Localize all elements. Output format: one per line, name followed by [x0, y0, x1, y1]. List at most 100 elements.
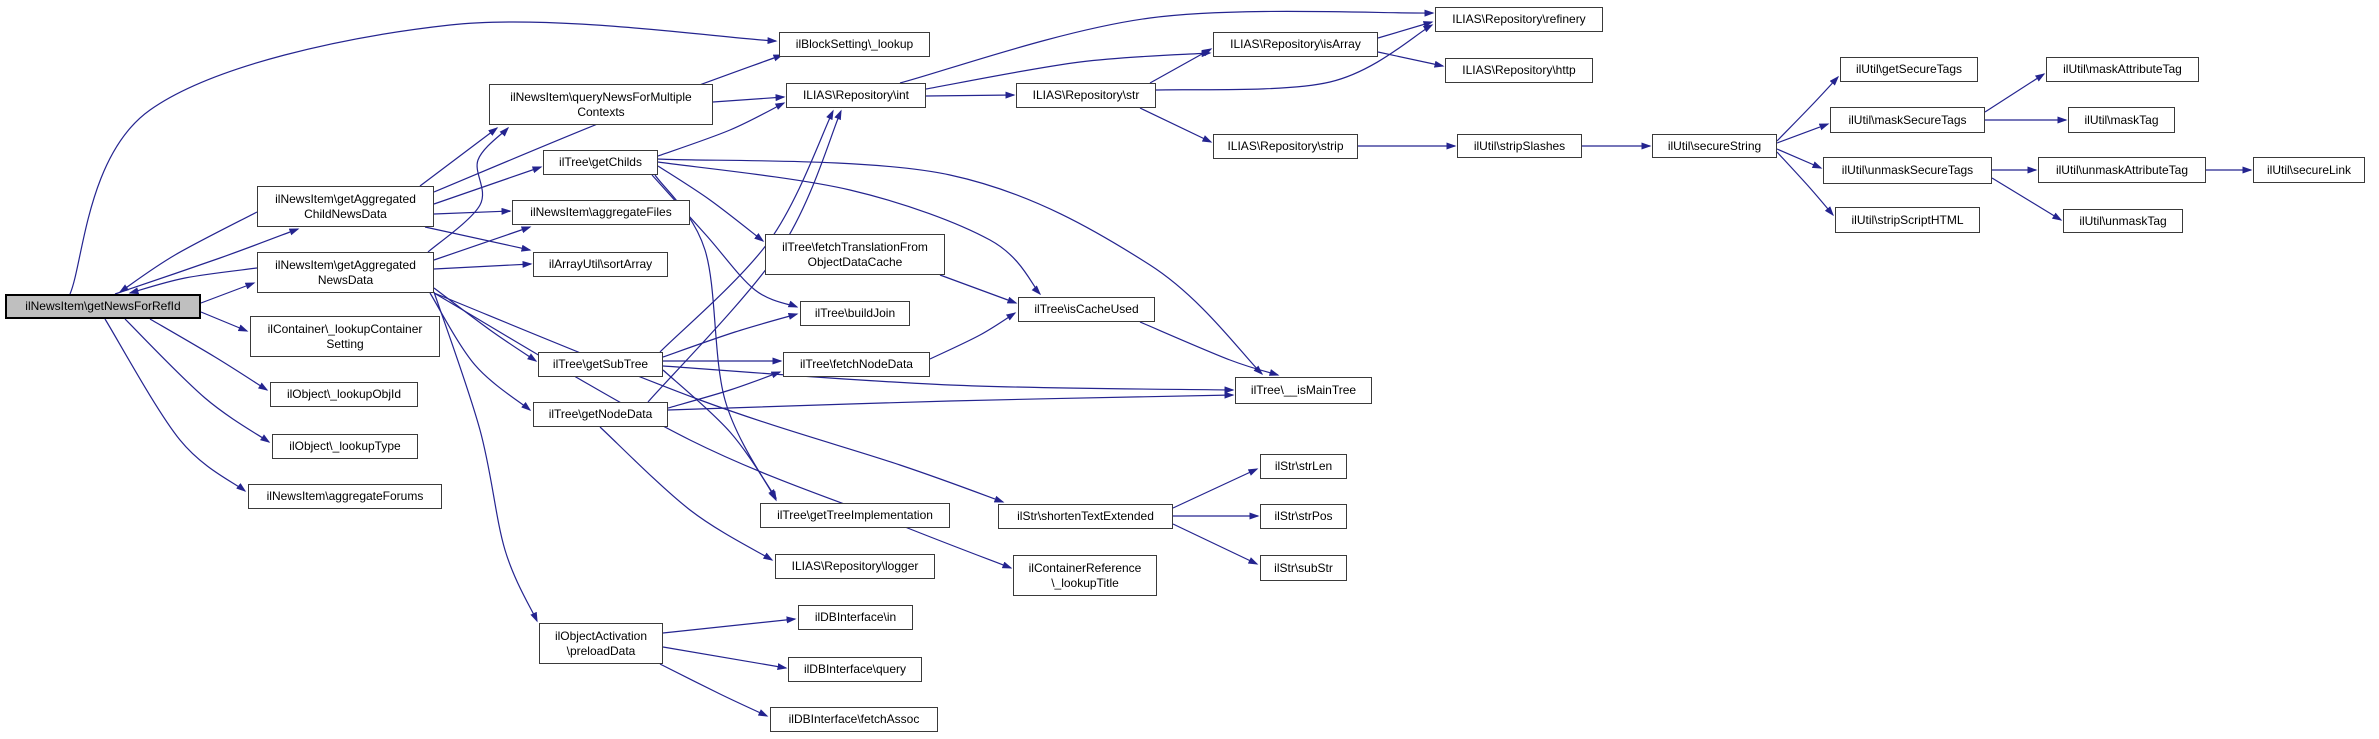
node-queryNews[interactable]: ilNewsItem\queryNewsForMultiple Contexts [489, 84, 713, 125]
edge-repoStr-to-repoRefinery [1155, 24, 1434, 91]
edge-secureString-to-getSecureTags [1776, 75, 1840, 142]
node-unmaskAttributeTag[interactable]: ilUtil\unmaskAttributeTag [2038, 157, 2206, 183]
node-strPos[interactable]: ilStr\strPos [1260, 504, 1347, 529]
edge-main-to-lookupContainerSetting [200, 311, 249, 332]
node-repoStr[interactable]: ILIAS\Repository\str [1016, 83, 1156, 108]
node-maskAttributeTag[interactable]: ilUtil\maskAttributeTag [2046, 57, 2199, 82]
node-repoInt[interactable]: ILIAS\Repository\int [786, 83, 926, 108]
node-unmaskSecureTags[interactable]: ilUtil\unmaskSecureTags [1823, 157, 1992, 184]
edge-aggNews-to-preloadData [433, 291, 538, 623]
node-lookupObjId[interactable]: ilObject\_lookupObjId [270, 382, 418, 407]
edge-maskSecureTags-to-maskAttributeTag [1984, 73, 2046, 113]
edge-aggNews-to-getSubTree [433, 287, 538, 362]
edge-aggChild-to-sortArray [424, 226, 532, 252]
edge-aggNews-to-shortenTextExtended [433, 292, 1005, 503]
edge-repoInt-to-repoRefinery [899, 9, 1435, 84]
node-getNodeData[interactable]: ilTree\getNodeData [533, 402, 668, 427]
edge-preloadData-to-dbIn [662, 616, 797, 634]
node-isMainTree[interactable]: ilTree\__isMainTree [1235, 377, 1372, 404]
edge-main-to-aggregateForums [104, 318, 247, 492]
node-buildJoin[interactable]: ilTree\buildJoin [800, 301, 910, 326]
edge-secureString-to-unmaskSecureTags [1776, 148, 1823, 169]
edge-aggChild-to-aggregateFiles [433, 207, 512, 215]
node-lookupContainerSetting[interactable]: ilContainer\_lookupContainer Setting [250, 316, 440, 357]
node-maskTag[interactable]: ilUtil\maskTag [2068, 107, 2175, 133]
node-getSecureTags[interactable]: ilUtil\getSecureTags [1840, 57, 1978, 82]
edge-getSubTree-to-isMainTree [662, 365, 1235, 394]
node-subStr[interactable]: ilStr\subStr [1260, 555, 1347, 581]
node-fetchNodeData[interactable]: ilTree\fetchNodeData [783, 352, 930, 377]
node-aggregateForums[interactable]: ilNewsItem\aggregateForums [248, 484, 442, 509]
node-isCacheUsed[interactable]: ilTree\isCacheUsed [1018, 297, 1155, 322]
node-maskSecureTags[interactable]: ilUtil\maskSecureTags [1830, 107, 1985, 133]
edge-getChilds-to-isCacheUsed [657, 161, 1042, 296]
edge-aggNews-to-main [128, 267, 258, 295]
node-aggNews[interactable]: ilNewsItem\getAggregated NewsData [257, 252, 434, 293]
edge-main-to-lookupObjId [149, 318, 269, 391]
node-main[interactable]: ilNewsItem\getNewsForRefId [5, 294, 201, 319]
edge-isCacheUsed-to-isMainTree [1139, 321, 1280, 376]
node-strLen[interactable]: ilStr\strLen [1260, 454, 1347, 479]
edge-aggChild-to-getChilds [433, 166, 543, 205]
edge-getSubTree-to-buildJoin [662, 313, 799, 358]
edge-main-to-lookupType [124, 318, 271, 443]
edge-secureString-to-maskSecureTags [1776, 123, 1830, 144]
edge-preloadData-to-dbFetchAssoc [659, 663, 769, 717]
edge-preloadData-to-dbQuery [662, 646, 788, 671]
edge-aggNews-to-sortArray [433, 260, 533, 270]
edge-main-to-blockLookup [69, 21, 778, 295]
node-repoHttp[interactable]: ILIAS\Repository\http [1445, 58, 1593, 83]
edge-aggChild-to-main [118, 211, 258, 293]
edge-repoInt-to-repoIsArray [925, 50, 1212, 90]
node-getSubTree[interactable]: ilTree\getSubTree [538, 352, 663, 377]
edge-repoStr-to-repoStrip [1139, 107, 1213, 143]
edge-repoIsArray-to-repoRefinery [1377, 21, 1434, 39]
node-repoLogger[interactable]: ILIAS\Repository\logger [775, 554, 935, 579]
node-repoIsArray[interactable]: ILIAS\Repository\isArray [1213, 32, 1378, 57]
edge-shortenTextExtended-to-strLen [1172, 468, 1259, 509]
node-secureLink[interactable]: ilUtil\secureLink [2253, 157, 2365, 183]
node-sortArray[interactable]: ilArrayUtil\sortArray [533, 252, 668, 277]
node-getTreeImpl[interactable]: ilTree\getTreeImplementation [760, 503, 950, 528]
node-blockLookup[interactable]: ilBlockSetting\_lookup [779, 32, 930, 57]
edge-repoInt-to-repoStr [925, 91, 1016, 99]
node-dbIn[interactable]: ilDBInterface\in [798, 605, 913, 630]
edge-queryNews-to-repoInt [712, 94, 786, 103]
edge-getNodeData-to-isMainTree [667, 391, 1235, 411]
edge-getChilds-to-repoInt [657, 102, 786, 157]
node-repoStrip[interactable]: ILIAS\Repository\strip [1213, 134, 1358, 159]
edge-fetchTranslation-to-isCacheUsed [939, 274, 1018, 304]
edge-group [69, 9, 2253, 717]
edge-secureString-to-stripScriptHTML [1776, 151, 1834, 217]
node-getChilds[interactable]: ilTree\getChilds [543, 150, 658, 175]
node-lookupTitle[interactable]: ilContainerReference \_lookupTitle [1013, 555, 1157, 596]
edge-aggNews-to-getNodeData [429, 292, 532, 411]
edge-main-to-aggChild [114, 228, 300, 295]
edge-unmaskSecureTags-to-unmaskTag [1991, 177, 2063, 221]
node-stripSlashes[interactable]: ilUtil\stripSlashes [1457, 134, 1582, 158]
edge-getChilds-to-fetchTranslation [657, 165, 765, 242]
edge-aggNews-to-lookupTitle [433, 292, 1013, 569]
edge-fetchNodeData-to-isCacheUsed [929, 312, 1017, 360]
edge-shortenTextExtended-to-subStr [1172, 523, 1259, 565]
node-preloadData[interactable]: ilObjectActivation \preloadData [539, 623, 663, 664]
node-stripScriptHTML[interactable]: ilUtil\stripScriptHTML [1835, 207, 1980, 233]
edge-aggChild-to-queryNews [419, 127, 499, 187]
node-aggChild[interactable]: ilNewsItem\getAggregated ChildNewsData [257, 186, 434, 227]
edge-getChilds-to-isMainTree [657, 158, 1264, 376]
node-aggregateFiles[interactable]: ilNewsItem\aggregateFiles [512, 200, 690, 225]
node-dbFetchAssoc[interactable]: ilDBInterface\fetchAssoc [770, 707, 938, 732]
node-dbQuery[interactable]: ilDBInterface\query [788, 657, 922, 682]
node-fetchTranslation[interactable]: ilTree\fetchTranslationFrom ObjectDataCa… [765, 234, 945, 275]
node-lookupType[interactable]: ilObject\_lookupType [272, 434, 418, 459]
edge-getSubTree-to-getTreeImpl [662, 369, 777, 500]
node-shortenTextExtended[interactable]: ilStr\shortenTextExtended [998, 504, 1173, 529]
node-unmaskTag[interactable]: ilUtil\unmaskTag [2063, 209, 2183, 233]
edge-aggNews-to-aggregateFiles [433, 226, 532, 261]
node-repoRefinery[interactable]: ILIAS\Repository\refinery [1435, 7, 1603, 32]
edge-getNodeData-to-repoLogger [599, 426, 774, 561]
node-secureString[interactable]: ilUtil\secureString [1652, 134, 1777, 158]
edge-repoStr-to-repoIsArray [1149, 48, 1213, 84]
